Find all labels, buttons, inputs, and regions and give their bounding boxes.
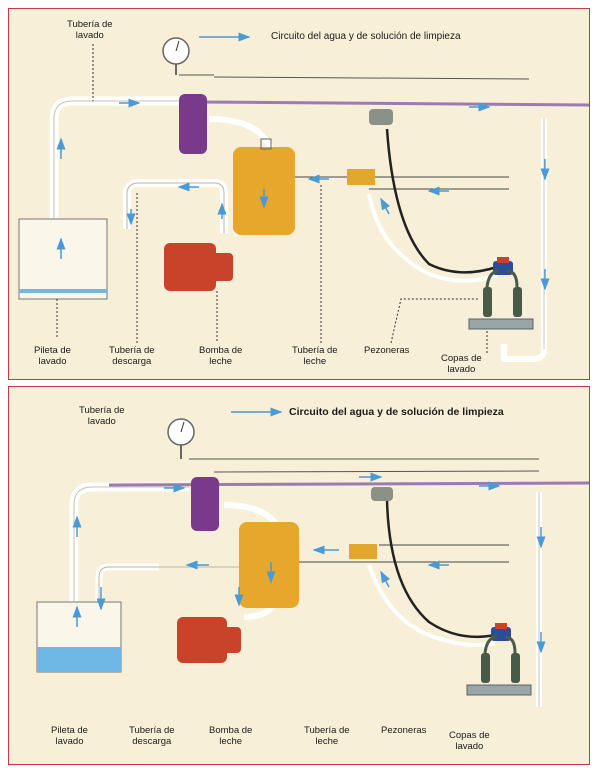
label-milk-pump: Bomba de leche <box>199 345 243 367</box>
wash-cup-tray <box>468 318 534 330</box>
milk-hose <box>385 128 498 274</box>
discharge-pipe <box>123 179 228 234</box>
label-teat-cups: Pezoneras <box>381 725 427 736</box>
legend-text: Circuito del agua y de solución de limpi… <box>289 406 504 418</box>
diagram-panel-2: Tubería de lavado Circuito del agua y de… <box>8 386 590 765</box>
vacuum-line <box>108 481 590 487</box>
label-discharge-pipe: Tubería de descarga <box>109 345 155 367</box>
pulsator <box>371 487 393 501</box>
legend-text: Circuito del agua y de solución de limpi… <box>271 31 461 42</box>
label-wash-cups: Copas de lavado <box>449 730 490 752</box>
wash-water <box>19 289 107 293</box>
milk-hose <box>385 498 496 639</box>
teat-cup <box>481 653 490 683</box>
label-discharge-pipe: Tubería de descarga <box>129 725 175 747</box>
label-teat-cups: Pezoneras <box>364 345 410 356</box>
milk-pump <box>164 243 216 291</box>
label-wash-tank: Pileta de lavado <box>34 345 71 367</box>
label-wash-pipe: Tubería de lavado <box>67 19 113 41</box>
sanitary-trap <box>349 544 377 559</box>
receiver-jar <box>179 94 207 154</box>
label-milk-line: Tubería de leche <box>292 345 338 367</box>
vacuum-line <box>198 100 590 107</box>
milking-diagram-2 <box>36 407 590 707</box>
teat-cup <box>483 287 492 317</box>
wash-tank <box>18 218 108 300</box>
label-milk-pump: Bomba de leche <box>209 725 253 747</box>
milk-pump <box>177 617 227 663</box>
wash-pipe <box>49 96 179 219</box>
label-wash-cups: Copas de lavado <box>441 353 482 375</box>
diagram-panel-1: Tubería de lavado Circuito del agua y de… <box>8 8 590 380</box>
receiver-jar <box>191 477 219 531</box>
milk-tank <box>239 522 299 608</box>
sanitary-trap <box>347 169 375 185</box>
wash-cup-tray <box>466 684 532 696</box>
label-wash-pipe: Tubería de lavado <box>79 405 125 427</box>
milking-diagram-1 <box>18 32 590 362</box>
pulsator <box>369 109 393 125</box>
label-milk-line: Tubería de leche <box>304 725 350 747</box>
label-wash-tank: Pileta de lavado <box>51 725 88 747</box>
wash-water <box>37 647 121 672</box>
